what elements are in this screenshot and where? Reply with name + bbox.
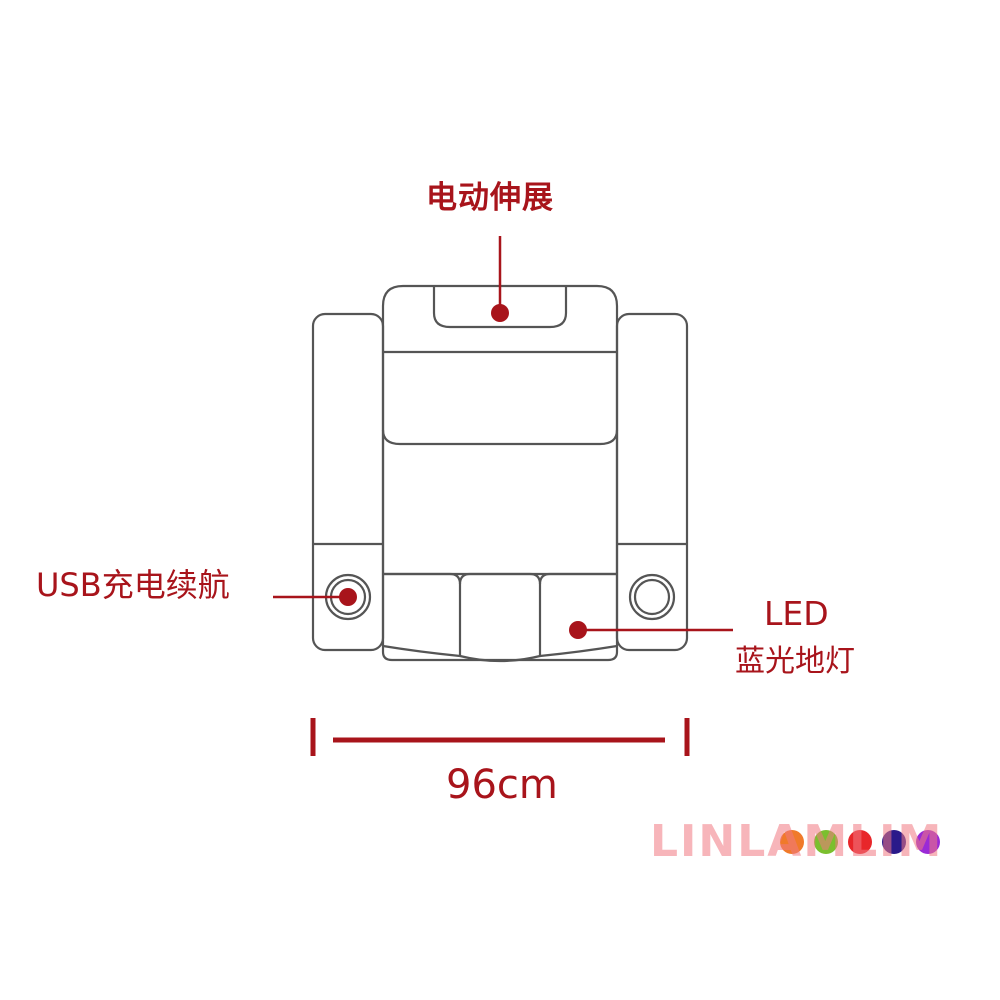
footrest-curve-right (539, 644, 618, 658)
right-cup-holder-inner (633, 578, 671, 616)
usb-charging-label: USB充电续航 (36, 566, 230, 604)
watermark-dot (780, 830, 804, 854)
footrest-curve-left (382, 644, 461, 658)
watermark-dot (814, 830, 838, 854)
right-armrest (615, 312, 689, 652)
lumbar-cushion (381, 352, 619, 446)
footrest-left-panel (383, 572, 462, 656)
led-label: LED (764, 594, 829, 633)
led-callout-dot (569, 621, 587, 639)
electric-extension-label: 电动伸展 (426, 180, 554, 216)
footrest-bottom (381, 651, 619, 662)
extension-callout-dot (491, 304, 509, 322)
footrest-center-panel (458, 572, 542, 663)
watermark-dot (882, 830, 906, 854)
blue-floor-light-label: 蓝光地灯 (735, 644, 855, 679)
watermark-dots (780, 830, 940, 854)
watermark-dot (848, 830, 872, 854)
width-dimension-label: 96cm (446, 762, 558, 808)
headrest-pillow (432, 286, 568, 329)
footrest-right-panel (538, 572, 617, 585)
brand-watermark: LINLAMLIM (650, 816, 944, 867)
usb-callout-dot (339, 588, 357, 606)
watermark-dot (916, 830, 940, 854)
right-cup-holder-outer (628, 573, 676, 621)
